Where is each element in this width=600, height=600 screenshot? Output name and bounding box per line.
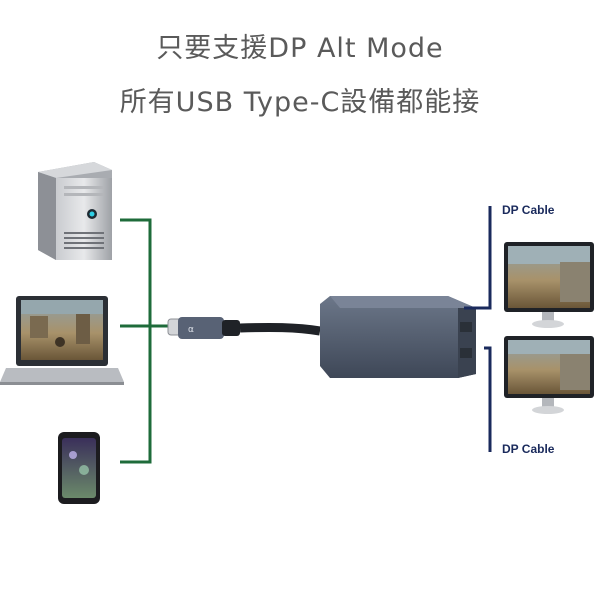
svg-text:α: α	[188, 325, 194, 335]
dp-cable-lines	[464, 206, 492, 452]
desktop-tower-icon	[38, 162, 112, 260]
headline-line-2: 所有USB Type-C設備都能接	[119, 87, 481, 118]
monitor-icon-bottom	[504, 336, 594, 414]
dp-cable-label-top: DP Cable	[502, 203, 555, 217]
source-connector-lines	[120, 218, 168, 464]
dp-cable-label-bottom: DP Cable	[502, 442, 555, 456]
smartphone-icon	[58, 432, 100, 504]
usb-c-plug-icon: α	[167, 317, 321, 339]
monitor-icon-top	[504, 242, 594, 328]
laptop-icon	[0, 296, 124, 385]
usb-c-to-dual-dp-adapter-icon	[320, 296, 476, 378]
headline-line-1: 只要支援DP Alt Mode	[156, 33, 444, 64]
